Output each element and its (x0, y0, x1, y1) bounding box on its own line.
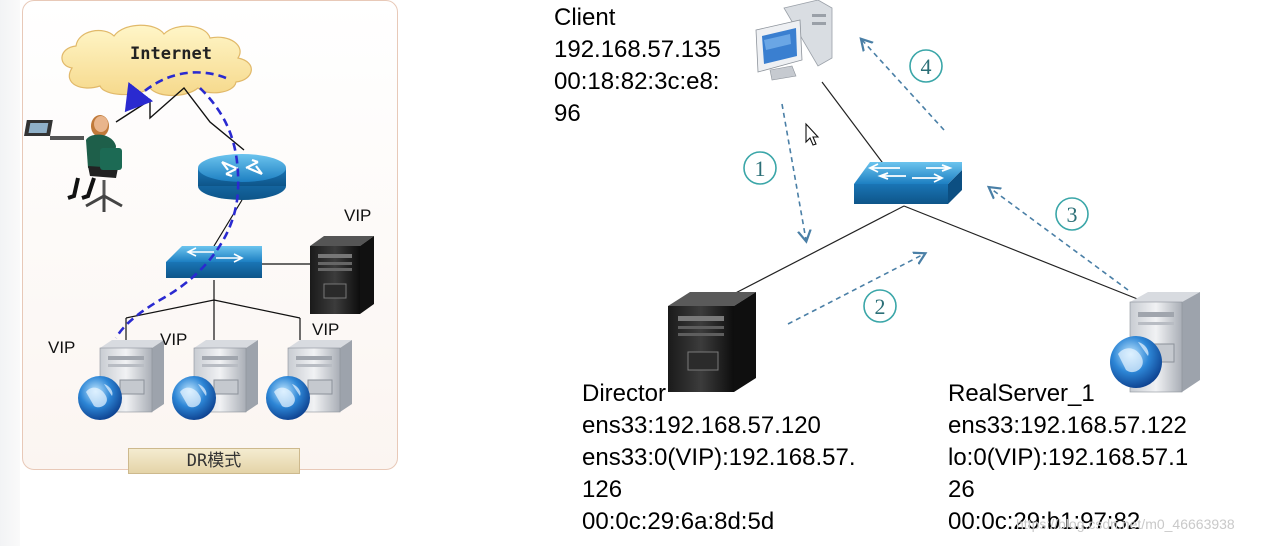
dr-reply-path (124, 71, 227, 113)
client-switch-link (821, 81, 889, 171)
svg-text:1: 1 (755, 156, 766, 181)
realserver-info: RealServer_1 ens33:192.168.57.122 lo:0(V… (948, 378, 1188, 538)
dr-mode-caption: DR模式 (128, 448, 300, 474)
user-at-computer-icon (24, 115, 123, 212)
page-left-edge (0, 0, 20, 546)
client-title: Client (554, 4, 616, 31)
web-server-icon (172, 340, 258, 420)
realserver-lo-vip-part2: 26 (948, 476, 975, 503)
svg-text:2: 2 (875, 294, 886, 319)
realserver-mac: 00:0c:29:b1:97:82 (948, 508, 1141, 535)
director-info: Director ens33:192.168.57.120 ens33:0(VI… (582, 378, 856, 538)
director-mac: 00:0c:29:6a:8d:5d (582, 508, 775, 535)
switch-director-link (721, 205, 905, 301)
step-badge-2: 2 (863, 289, 897, 323)
watermark: https://blog.csdn.net/m0_46663938 (1016, 516, 1235, 532)
server-icon (310, 236, 374, 314)
client-ip: 192.168.57.135 (554, 36, 721, 63)
flow-arrow-2 (787, 254, 924, 325)
director-ens33: ens33:192.168.57.120 (582, 412, 821, 439)
switch-icon (166, 246, 262, 278)
step-badge-3: 3 (1055, 197, 1089, 231)
client-info: Client 192.168.57.135 00:18:82:3c:e8: 96 (554, 2, 721, 130)
realserver-lo-vip-part1: lo:0(VIP):192.168.57.1 (948, 444, 1189, 471)
vip-label-director: VIP (344, 206, 372, 225)
flow-arrow-3 (990, 188, 1129, 291)
client-mac-part1: 00:18:82:3c:e8: (554, 68, 720, 95)
web-server-icon (1110, 292, 1200, 393)
vip-label-server-3: VIP (312, 320, 340, 339)
vip-label-server-1: VIP (48, 338, 76, 357)
mouse-cursor-icon (805, 122, 820, 146)
realserver-title: RealServer_1 (948, 380, 1095, 407)
client-mac-part2: 96 (554, 100, 581, 127)
server-icon (668, 292, 756, 392)
step-badge-4: 4 (909, 49, 943, 83)
web-server-icon (78, 340, 164, 420)
flow-arrow-4 (862, 40, 945, 131)
director-title: Director (582, 380, 667, 407)
internet-label: Internet (130, 44, 212, 64)
switch-icon (854, 162, 962, 204)
svg-text:3: 3 (1067, 202, 1078, 227)
realserver-ens33: ens33:192.168.57.122 (948, 412, 1187, 439)
flow-arrow-1 (781, 103, 806, 240)
dr-request-path (114, 87, 240, 339)
router-icon (198, 154, 286, 200)
switch-realserver-link (903, 205, 1141, 301)
director-vip-part2: 126 (582, 476, 623, 503)
director-vip-part1: ens33:0(VIP):192.168.57. (582, 444, 856, 471)
web-server-icon (266, 340, 352, 420)
monitor-pc-icon (755, 0, 833, 81)
vip-label-server-2: VIP (160, 330, 188, 349)
svg-text:4: 4 (921, 54, 932, 79)
step-badge-1: 1 (743, 151, 777, 185)
